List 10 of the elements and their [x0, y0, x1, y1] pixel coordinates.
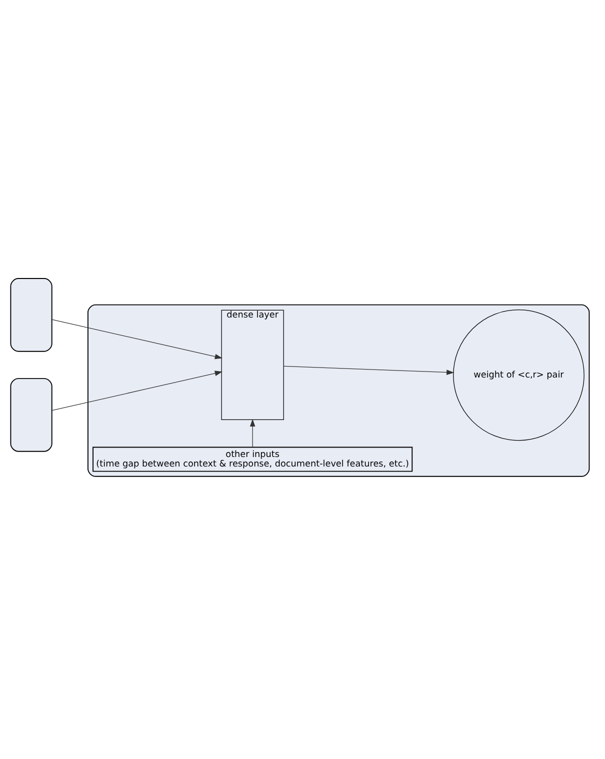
cluster [87, 304, 590, 476]
node-box [10, 378, 52, 452]
arrow [52, 370, 222, 410]
arrow [284, 365, 454, 375]
node-box: other inputs (time gap between context & response, document-level features, etc.) [92, 446, 413, 472]
arrow [52, 318, 222, 359]
node-circle: weight of <c,r> pair [453, 308, 584, 440]
node-box: dense layer [221, 309, 284, 420]
arrow [250, 418, 256, 447]
node-box [10, 278, 52, 352]
